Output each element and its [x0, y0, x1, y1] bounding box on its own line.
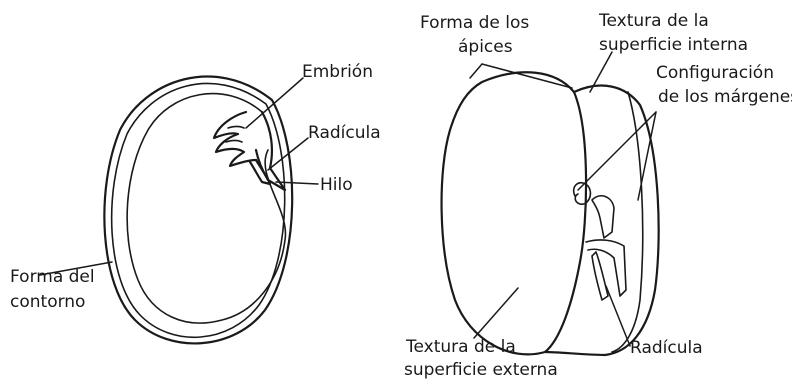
embryo-pointer — [246, 78, 303, 128]
margins-label-line2: de los márgenes — [658, 87, 792, 107]
margins-label-line1: Configuración — [656, 63, 774, 83]
outer-texture-label-line1: Textura de la — [405, 337, 516, 357]
embryo-shape — [214, 112, 270, 184]
radicle-shape — [592, 252, 608, 300]
outline-label-line1: Forma del — [10, 267, 95, 287]
inner-texture-label-line1: Textura de la — [598, 11, 709, 31]
embryo-label: Embrión — [302, 62, 373, 82]
right-seed-drawing — [442, 72, 659, 355]
radicle-label-left: Radícula — [308, 123, 381, 143]
hilum-pointer — [276, 182, 318, 184]
outer-texture-label-line2: superficie externa — [404, 360, 558, 379]
apices-label-line1: Forma de los — [420, 13, 529, 33]
apices-label-line2: ápices — [458, 37, 513, 57]
left-seed-drawing — [104, 77, 292, 344]
radicle-pointer — [268, 138, 308, 170]
seed-coat-inner — [127, 94, 285, 323]
radicle-label-right: Radícula — [630, 338, 703, 358]
radicle-pointer-right — [606, 286, 630, 346]
inner-texture-label-line2: superficie interna — [599, 35, 748, 55]
seed-outer-face — [442, 72, 587, 354]
upper-fold — [592, 196, 614, 238]
apices-pointer-1 — [470, 64, 482, 78]
margins-pointer-1 — [578, 112, 656, 190]
outline-label-line2: contorno — [10, 292, 85, 312]
hilum-label: Hilo — [320, 175, 353, 195]
outer-texture-pointer — [474, 288, 518, 338]
